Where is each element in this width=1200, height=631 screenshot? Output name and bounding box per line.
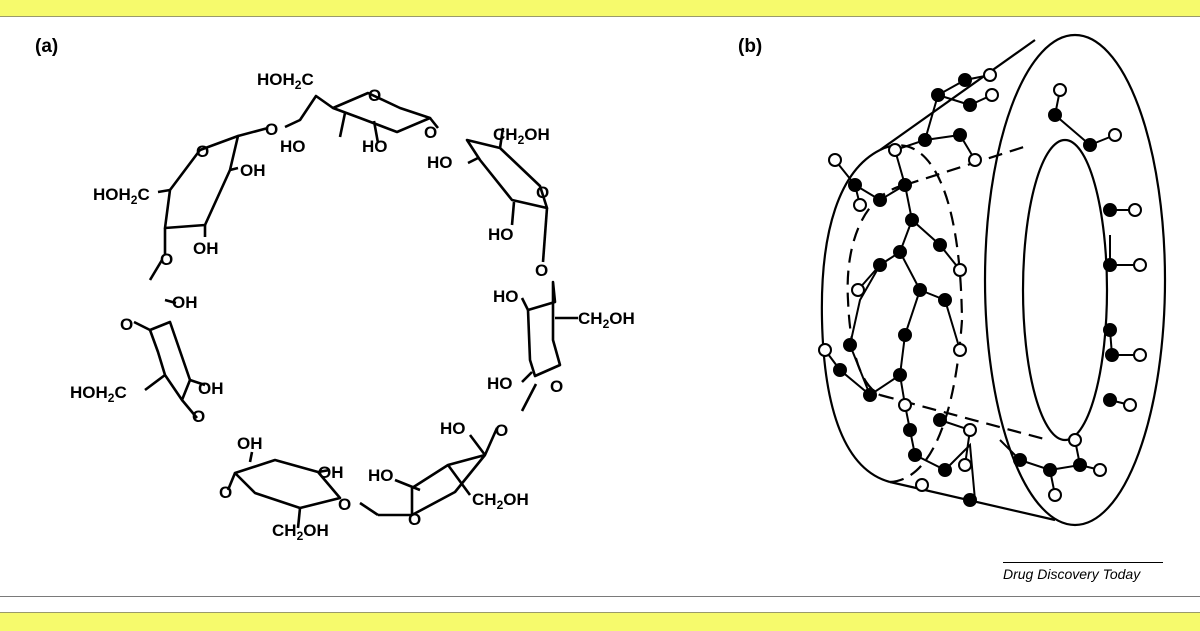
bottom-rule <box>0 596 1200 597</box>
svg-text:HOH2C: HOH2C <box>93 185 150 207</box>
svg-text:O: O <box>160 250 173 269</box>
svg-text:HO: HO <box>487 374 513 393</box>
svg-text:HOH2C: HOH2C <box>70 383 127 405</box>
svg-text:O: O <box>338 495 351 514</box>
atoms <box>818 68 1147 507</box>
svg-text:O: O <box>495 421 508 440</box>
svg-text:O: O <box>408 510 421 529</box>
svg-text:O: O <box>120 315 133 334</box>
svg-text:O: O <box>219 483 232 502</box>
svg-text:O: O <box>368 86 381 105</box>
svg-text:CH2OH: CH2OH <box>493 125 550 147</box>
top-banner <box>0 0 1200 17</box>
svg-text:OH: OH <box>198 379 224 398</box>
panel-b-label: (b) <box>738 36 763 57</box>
svg-text:OH: OH <box>240 161 266 180</box>
svg-text:O: O <box>196 142 209 161</box>
figure-credit: Drug Discovery Today <box>1003 562 1163 582</box>
torus-outline <box>820 33 1167 527</box>
svg-text:HO: HO <box>440 419 466 438</box>
svg-text:HO: HO <box>493 287 519 306</box>
svg-text:O: O <box>550 377 563 396</box>
svg-text:OH: OH <box>237 434 263 453</box>
svg-text:OH: OH <box>193 239 219 258</box>
glucose-ring-bonds <box>133 91 578 529</box>
svg-text:HO: HO <box>368 466 394 485</box>
bottom-banner <box>0 612 1200 631</box>
svg-text:HOH2C: HOH2C <box>257 70 314 92</box>
svg-text:O: O <box>536 183 549 202</box>
svg-text:CH2OH: CH2OH <box>472 490 529 512</box>
svg-text:O: O <box>424 123 437 142</box>
svg-text:CH2OH: CH2OH <box>272 521 329 543</box>
svg-text:HO: HO <box>280 137 306 156</box>
svg-text:O: O <box>265 120 278 139</box>
svg-text:CH2OH: CH2OH <box>578 309 635 331</box>
svg-text:OH: OH <box>172 293 198 312</box>
svg-text:O: O <box>535 261 548 280</box>
svg-text:OH: OH <box>318 463 344 482</box>
svg-text:HO: HO <box>427 153 453 172</box>
svg-text:O: O <box>192 407 205 426</box>
svg-text:HO: HO <box>362 137 388 156</box>
svg-text:HO: HO <box>488 225 514 244</box>
panel-a-label: (a) <box>35 36 59 57</box>
